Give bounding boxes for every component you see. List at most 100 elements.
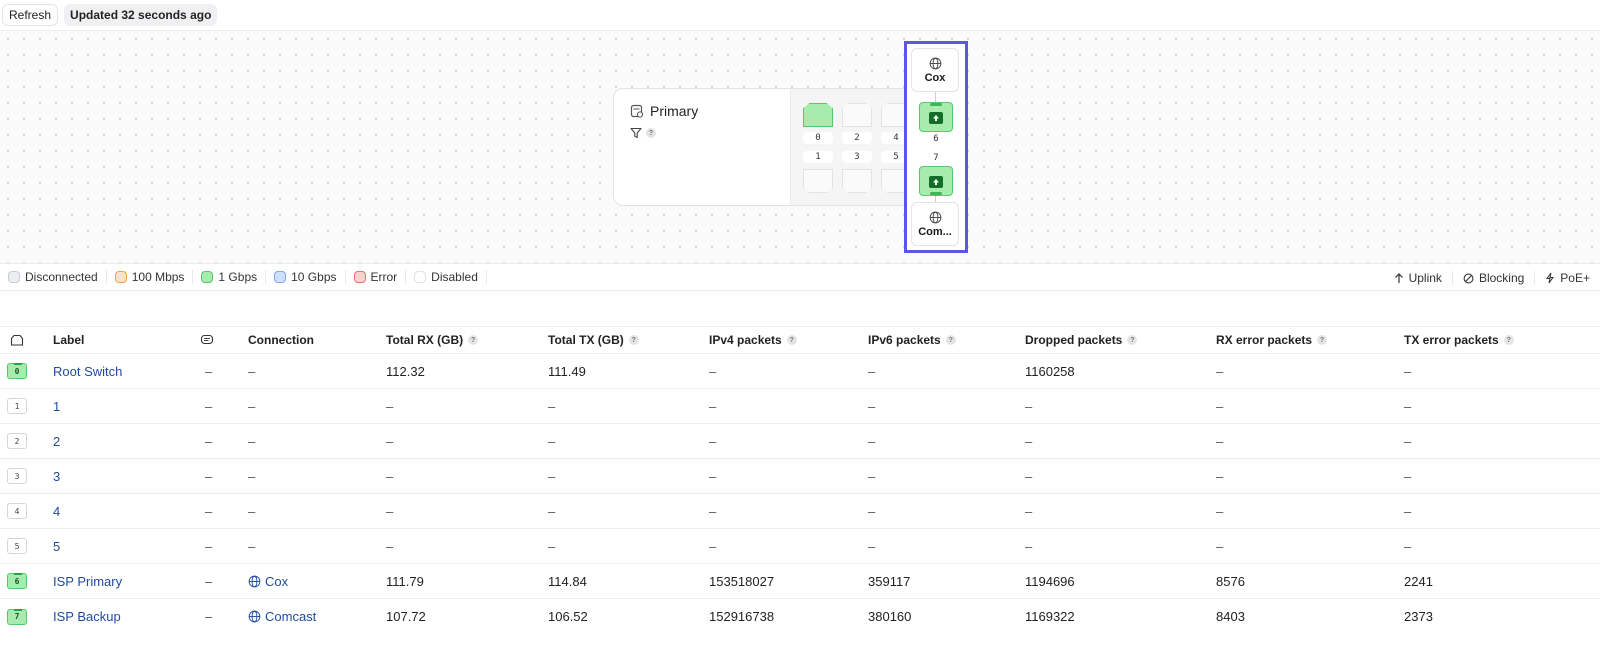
row-label-link[interactable]: ISP Primary bbox=[53, 573, 123, 589]
port-2[interactable] bbox=[842, 103, 872, 127]
header-dropped[interactable]: Dropped packets? bbox=[1025, 327, 1138, 353]
filter-icon[interactable] bbox=[630, 127, 642, 139]
help-icon[interactable]: ? bbox=[1317, 335, 1328, 345]
row-rx-errors: – bbox=[1216, 433, 1224, 449]
header-total-rx[interactable]: Total RX (GB)? bbox=[386, 327, 479, 353]
uplink-port-6[interactable] bbox=[919, 102, 953, 132]
header-port-column[interactable] bbox=[10, 327, 24, 353]
switch-card-primary[interactable]: Primary ? 0 2 4 1 3 5 bbox=[613, 88, 913, 206]
globe-icon bbox=[248, 575, 261, 588]
row-total-rx: – bbox=[386, 538, 394, 554]
row-total-rx: – bbox=[386, 398, 394, 414]
table-row[interactable]: 1 1 – – – – – – – – – bbox=[0, 389, 1600, 424]
isp-node-comcast[interactable]: Com... bbox=[911, 202, 959, 246]
topology-canvas[interactable]: Primary ? 0 2 4 1 3 5 bbox=[0, 30, 1600, 263]
header-tx-errors[interactable]: TX error packets? bbox=[1404, 327, 1514, 353]
uplink-port-7[interactable] bbox=[919, 166, 953, 196]
table-row[interactable]: 2 2 – – – – – – – – – bbox=[0, 424, 1600, 459]
port-badge: 7 bbox=[7, 608, 27, 625]
header-text: IPv6 packets bbox=[868, 333, 941, 347]
refresh-button[interactable]: Refresh bbox=[2, 4, 59, 26]
row-total-tx: – bbox=[548, 538, 556, 554]
header-text: TX error packets bbox=[1404, 333, 1499, 347]
header-ipv6[interactable]: IPv6 packets? bbox=[868, 327, 956, 353]
switch-name: Primary bbox=[650, 103, 699, 119]
header-rx-errors[interactable]: RX error packets? bbox=[1216, 327, 1328, 353]
table-row[interactable]: 5 5 – – – – – – – – – bbox=[0, 529, 1600, 564]
isp-node-cox[interactable]: Cox bbox=[911, 48, 959, 92]
row-tx-errors: 2241 bbox=[1404, 573, 1433, 589]
help-icon[interactable]: ? bbox=[628, 335, 639, 345]
legend-1gbps: 1 Gbps bbox=[193, 270, 267, 284]
globe-icon bbox=[929, 57, 941, 69]
uplink-column-highlight[interactable]: Cox 6 7 Com... bbox=[904, 41, 968, 253]
row-total-rx: 111.79 bbox=[386, 573, 424, 589]
row-total-tx: – bbox=[548, 468, 556, 484]
row-dropped: – bbox=[1025, 538, 1033, 554]
table-row[interactable]: 4 4 – – – – – – – – – bbox=[0, 494, 1600, 529]
header-text: Total RX (GB) bbox=[386, 333, 464, 347]
table-row[interactable]: 7 ISP Backup – Comcast 107.72 106.52 152… bbox=[0, 599, 1600, 634]
swatch bbox=[114, 271, 127, 283]
port-badge: 2 bbox=[7, 433, 27, 449]
port-3[interactable] bbox=[842, 169, 872, 193]
row-comment: – bbox=[205, 433, 213, 449]
legend-label: Blocking bbox=[1478, 271, 1525, 285]
header-connection[interactable]: Connection bbox=[248, 333, 314, 347]
row-connection: – bbox=[248, 503, 256, 519]
row-rx-errors: – bbox=[1216, 363, 1224, 379]
port-0[interactable] bbox=[803, 103, 833, 127]
row-label-link[interactable]: 4 bbox=[53, 503, 61, 519]
row-ipv6: – bbox=[868, 503, 876, 519]
header-label[interactable]: Label bbox=[53, 333, 85, 347]
port-number-1: 1 bbox=[803, 151, 833, 163]
swatch bbox=[353, 271, 366, 283]
port-1[interactable] bbox=[803, 169, 833, 193]
row-label-link[interactable]: 2 bbox=[53, 433, 61, 449]
row-connection-link[interactable]: Cox bbox=[248, 564, 288, 598]
header-ipv4[interactable]: IPv4 packets? bbox=[709, 327, 797, 353]
header-text: Total TX (GB) bbox=[548, 333, 624, 347]
row-ipv6: – bbox=[868, 433, 876, 449]
legend-label: Uplink bbox=[1408, 271, 1442, 285]
row-ipv6: 359117 bbox=[868, 573, 911, 589]
row-total-tx: – bbox=[548, 433, 556, 449]
help-icon[interactable]: ? bbox=[646, 128, 656, 138]
row-dropped: 1160258 bbox=[1025, 363, 1075, 379]
table-row[interactable]: 3 3 – – – – – – – – – bbox=[0, 459, 1600, 494]
help-icon[interactable]: ? bbox=[468, 335, 479, 345]
row-ipv4: – bbox=[709, 433, 717, 449]
row-comment: – bbox=[205, 538, 213, 554]
help-icon[interactable]: ? bbox=[945, 335, 956, 345]
uplink-port-number-7: 7 bbox=[933, 153, 939, 163]
table-row[interactable]: 6 ISP Primary – Cox 111.79 114.84 153518… bbox=[0, 564, 1600, 599]
row-label-link[interactable]: 5 bbox=[53, 538, 61, 554]
row-rx-errors: 8576 bbox=[1216, 573, 1245, 589]
row-label-link[interactable]: Root Switch bbox=[53, 363, 123, 379]
row-label-link[interactable]: ISP Backup bbox=[53, 609, 121, 624]
help-icon[interactable]: ? bbox=[1127, 335, 1138, 345]
row-tx-errors: – bbox=[1404, 398, 1412, 414]
help-icon[interactable]: ? bbox=[786, 335, 797, 345]
row-ipv4: – bbox=[709, 363, 717, 379]
legend-label: PoE+ bbox=[1560, 271, 1590, 285]
row-tx-errors: – bbox=[1404, 503, 1412, 519]
row-label-link[interactable]: 1 bbox=[53, 398, 61, 414]
port-badge: 6 bbox=[7, 573, 27, 589]
legend-error: Error bbox=[346, 270, 407, 284]
row-dropped: – bbox=[1025, 468, 1033, 484]
legend-label: Disabled bbox=[431, 270, 478, 284]
row-connection-link[interactable]: Comcast bbox=[248, 599, 316, 634]
help-icon[interactable]: ? bbox=[1503, 335, 1514, 345]
legend-10gbps: 10 Gbps bbox=[266, 270, 346, 284]
connection-name: Cox bbox=[265, 573, 289, 589]
legend-right: Uplink Blocking PoE+ bbox=[1384, 264, 1600, 292]
table-row[interactable]: 0 Root Switch – – 112.32 111.49 – – 1160… bbox=[0, 354, 1600, 389]
port-badge: 0 bbox=[7, 363, 27, 379]
row-rx-errors: – bbox=[1216, 503, 1224, 519]
header-text: RX error packets bbox=[1216, 333, 1313, 347]
row-comment: – bbox=[205, 398, 213, 414]
row-label-link[interactable]: 3 bbox=[53, 468, 61, 484]
header-total-tx[interactable]: Total TX (GB)? bbox=[548, 327, 639, 353]
header-comment-column[interactable] bbox=[200, 327, 214, 353]
